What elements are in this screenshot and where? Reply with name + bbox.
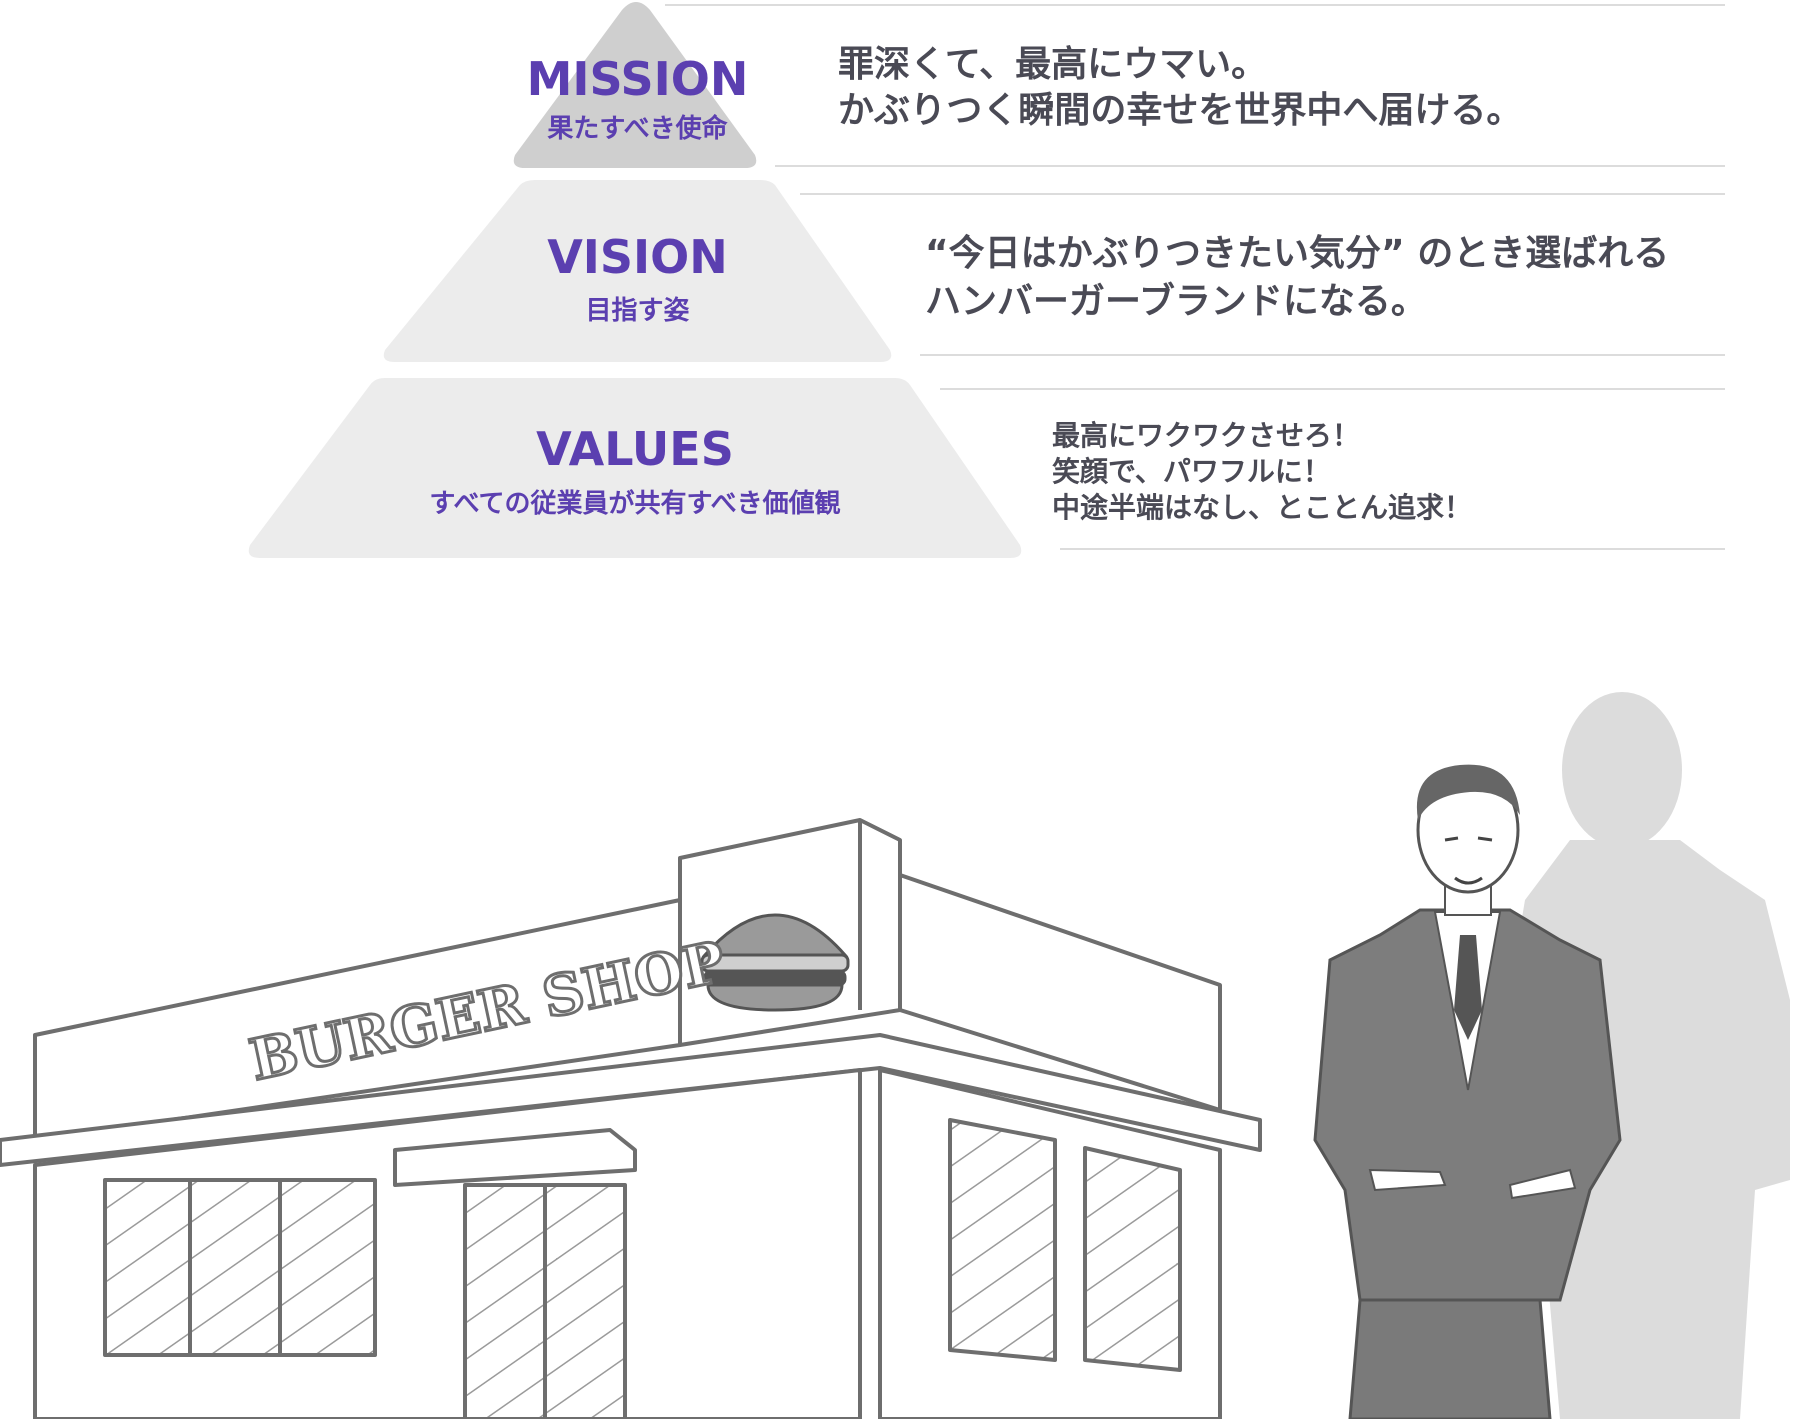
businessman-illustration — [1313, 764, 1622, 1419]
values-line-1: 最高にワクワクさせろ！ — [1052, 419, 1361, 452]
burger-shop-illustration — [0, 818, 1262, 1419]
mission-statement: 罪深くて、最高にウマい。 かぶりつく瞬間の幸せを世界中へ届ける。 — [838, 42, 1522, 134]
vision-rule-bottom — [920, 354, 1725, 356]
vision-line-1: “今日はかぶりつきたい気分” のとき選ばれる — [925, 233, 1670, 274]
mission-title: MISSION — [526, 52, 749, 106]
vision-subtitle: 目指す姿 — [585, 296, 690, 326]
mission-tier-shape — [513, 2, 757, 168]
shop-sign-text: BURGER SHOP — [244, 929, 731, 1094]
values-title: VALUES — [536, 422, 734, 476]
pyramid — [248, 2, 1022, 558]
burger-logo-icon — [700, 913, 850, 1012]
values-line-2: 笑顔で、パワフルに！ — [1052, 455, 1331, 488]
values-statement: 最高にワクワクさせろ！ 笑顔で、パワフルに！ 中途半端はなし、とことん追求！ — [1052, 418, 1472, 526]
values-rule-bottom — [1060, 548, 1725, 550]
vision-title: VISION — [547, 230, 728, 284]
values-tier-shape — [248, 378, 1022, 558]
mission-rule-bottom — [775, 165, 1725, 167]
mission-line-1: 罪深くて、最高にウマい。 — [838, 44, 1268, 85]
vision-line-2: ハンバーガーブランドになる。 — [925, 281, 1427, 322]
values-line-3: 中途半端はなし、とことん追求！ — [1052, 491, 1473, 524]
mission-line-2: かぶりつく瞬間の幸せを世界中へ届ける。 — [838, 90, 1523, 131]
values-subtitle: すべての従業員が共有すべき価値観 — [429, 489, 841, 519]
vision-rule-top — [800, 193, 1725, 195]
values-rule-top — [940, 388, 1725, 390]
mission-rule-top — [665, 4, 1725, 6]
mission-subtitle: 果たすべき使命 — [547, 114, 728, 144]
background-person-silhouette — [1500, 692, 1790, 1419]
vision-statement: “今日はかぶりつきたい気分” のとき選ばれる ハンバーガーブランドになる。 — [925, 230, 1669, 326]
vision-tier-shape — [383, 180, 892, 362]
